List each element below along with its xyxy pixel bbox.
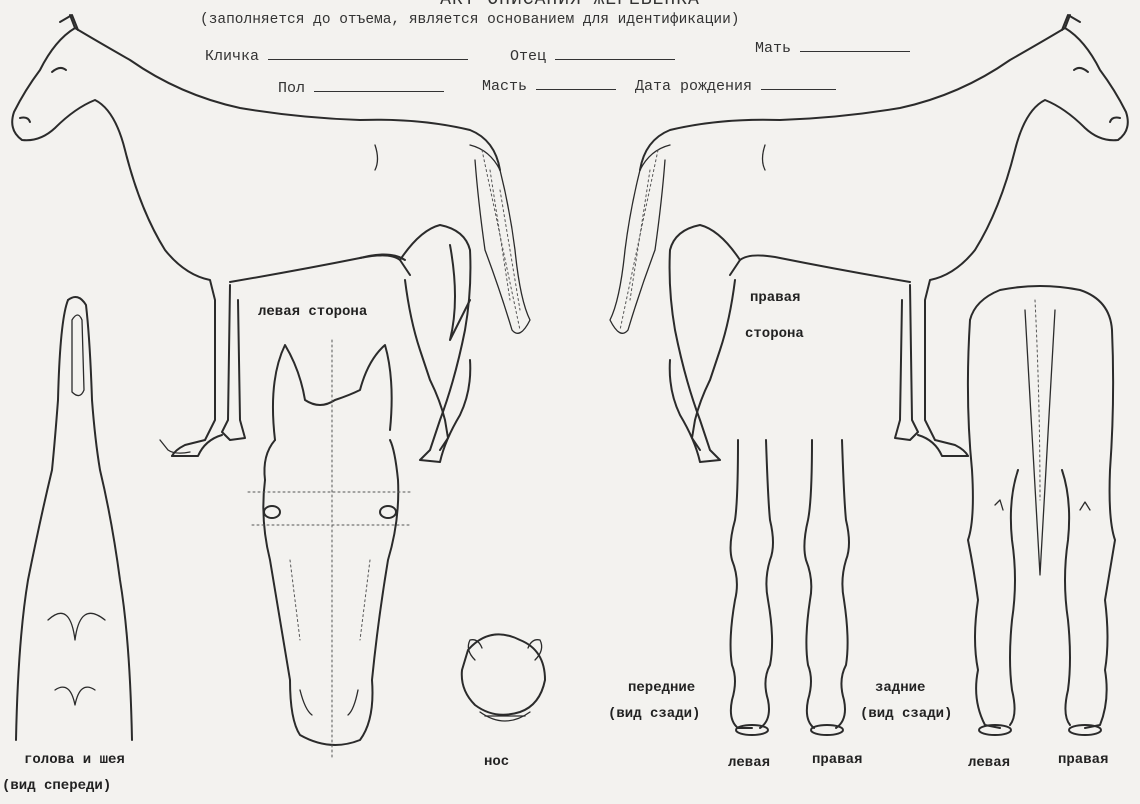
sex-label: Пол [278,80,305,97]
color-label: Масть [482,78,527,95]
hind-legs-label-2: (вид сзади) [860,706,952,722]
front-left-label: левая [728,755,770,771]
father-blank[interactable] [555,49,675,60]
mother-label: Мать [755,40,791,57]
hind-left-label: левая [968,755,1010,771]
head-neck-front-drawing [16,297,132,740]
father-label: Отец [510,48,546,65]
mother-blank[interactable] [800,41,910,52]
front-legs-drawing [731,440,849,735]
form-subtitle: (заполняется до отъема, является основан… [200,12,740,28]
right-side-label-1: правая [750,290,800,306]
sex-blank[interactable] [314,81,444,92]
hind-legs-drawing [968,286,1115,735]
front-right-label: правая [812,752,862,768]
front-legs-label-1: передние [628,680,695,696]
head-neck-label-2: (вид спереди) [2,778,111,794]
birth-date-label: Дата рождения [635,78,752,95]
nose-drawing [462,634,545,721]
color-field: Масть [482,78,616,95]
left-side-label: левая сторона [258,304,367,320]
form-title: АКТ ОПИСАНИЯ ЖЕРЕБЕНКА [0,0,1140,10]
name-field: Кличка [205,48,468,65]
left-side-horse-drawing [12,15,530,462]
birth-date-blank[interactable] [761,79,836,90]
name-label: Кличка [205,48,259,65]
name-blank[interactable] [268,49,468,60]
nose-label: нос [484,754,509,770]
head-front-drawing [248,340,412,760]
birth-date-field: Дата рождения [635,78,836,95]
sex-field: Пол [278,80,444,97]
right-side-label-2: сторона [745,326,804,342]
front-legs-label-2: (вид сзади) [608,706,700,722]
hind-right-label: правая [1058,752,1108,768]
color-blank[interactable] [536,79,616,90]
hind-legs-label-1: задние [875,680,925,696]
father-field: Отец [510,48,675,65]
head-neck-label-1: голова и шея [24,752,125,768]
mother-field: Мать [755,40,910,57]
